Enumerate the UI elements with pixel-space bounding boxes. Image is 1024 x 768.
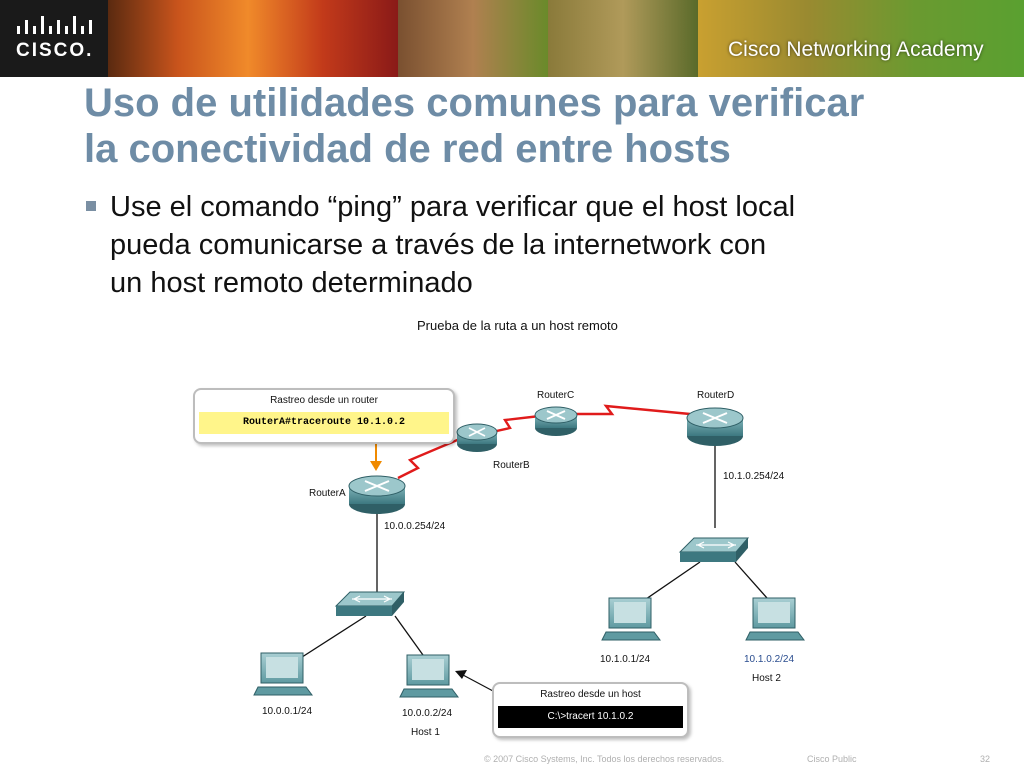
- pc-icon: [601, 597, 661, 641]
- bullet-line: un host remoto determinado: [110, 267, 473, 299]
- copyright-text: © 2007 Cisco Systems, Inc. Todos los der…: [484, 754, 725, 764]
- bullet-line: Use el comando “ping” para verificar que…: [110, 191, 796, 223]
- ip-address-label: 10.0.0.1/24: [262, 706, 313, 717]
- host-command: C:\>tracert 10.1.0.2: [498, 706, 683, 728]
- switch-left-icon: [334, 591, 406, 616]
- router-label: RouterC: [537, 390, 575, 401]
- banner-photo: [248, 0, 398, 77]
- arrow-to-host1: [462, 674, 494, 692]
- banner-photo: [548, 0, 698, 77]
- router-label: RouterD: [697, 390, 735, 401]
- pc-icon: [253, 652, 313, 696]
- pc-icon: [399, 654, 459, 698]
- slide-title-line: Uso de utilidades comunes para verificar: [84, 81, 865, 125]
- ip-address-label: 10.1.0.254/24: [723, 471, 785, 482]
- network-diagram: Prueba de la ruta a un host remoto: [0, 310, 1024, 750]
- router-command: RouterA#traceroute 10.1.0.2: [199, 412, 449, 434]
- router-label: RouterB: [493, 460, 530, 471]
- host-trace-callout: Rastreo desde un host C:\>tracert 10.1.0…: [492, 682, 689, 738]
- bullet-point: Use el comando “ping” para verificar que…: [86, 188, 966, 302]
- serial-links: [397, 404, 691, 480]
- link-switch-host1: [394, 615, 429, 663]
- serial-routerb-routerc: [491, 414, 541, 434]
- slide-footer: © 2007 Cisco Systems, Inc. Todos los der…: [0, 752, 1024, 768]
- callout-heading: Rastreo desde un host: [540, 689, 641, 700]
- banner-photo: [698, 0, 1024, 77]
- bullet-line: pueda comunicarse a través de la interne…: [110, 229, 767, 261]
- academy-name: Cisco Networking Academy: [728, 38, 984, 61]
- page-number: 32: [980, 754, 991, 764]
- callout-arrows: [370, 442, 494, 692]
- router-a-icon: [348, 475, 406, 514]
- host-name-label: Host 2: [752, 673, 781, 684]
- slide-title-line: la conectividad de red entre hosts: [84, 127, 731, 171]
- classification-text: Cisco Public: [807, 754, 857, 764]
- router-b-icon: [456, 423, 498, 452]
- callout-heading: Rastreo desde un router: [270, 395, 378, 406]
- bullet-square-icon: [86, 201, 96, 211]
- serial-routerc-routerd: [576, 404, 691, 416]
- banner-photo: [108, 0, 248, 77]
- cisco-wordmark: CISCO.: [16, 40, 94, 61]
- router-trace-callout: Rastreo desde un router RouterA#tracerou…: [193, 388, 455, 444]
- ip-address-label: 10.1.0.2/24: [744, 654, 795, 665]
- banner-photo: [398, 0, 548, 77]
- bullet-text: Use el comando “ping” para verificar que…: [110, 188, 966, 302]
- arrow-head-icon: [455, 670, 467, 679]
- switch-right-icon: [678, 537, 750, 562]
- serial-routera-routerb: [397, 436, 463, 480]
- host-name-label: Host 1: [411, 727, 440, 738]
- router-c-icon: [534, 406, 578, 436]
- router-label: RouterA: [309, 488, 346, 499]
- header-banner: CISCO. Cisco Networking Academy: [0, 0, 1024, 77]
- pc-icon: [745, 597, 805, 641]
- slide-title: Uso de utilidades comunes para verificar…: [84, 80, 1004, 172]
- diagram-canvas: [253, 404, 805, 698]
- ip-address-label: 10.1.0.1/24: [600, 654, 651, 665]
- ip-address-label: 10.0.0.254/24: [384, 521, 446, 532]
- cisco-logo-icon: [17, 16, 92, 34]
- ip-address-label: 10.0.0.2/24: [402, 708, 453, 719]
- router-d-icon: [686, 407, 744, 446]
- arrow-head-icon: [370, 461, 382, 471]
- diagram-title: Prueba de la ruta a un host remoto: [417, 318, 618, 333]
